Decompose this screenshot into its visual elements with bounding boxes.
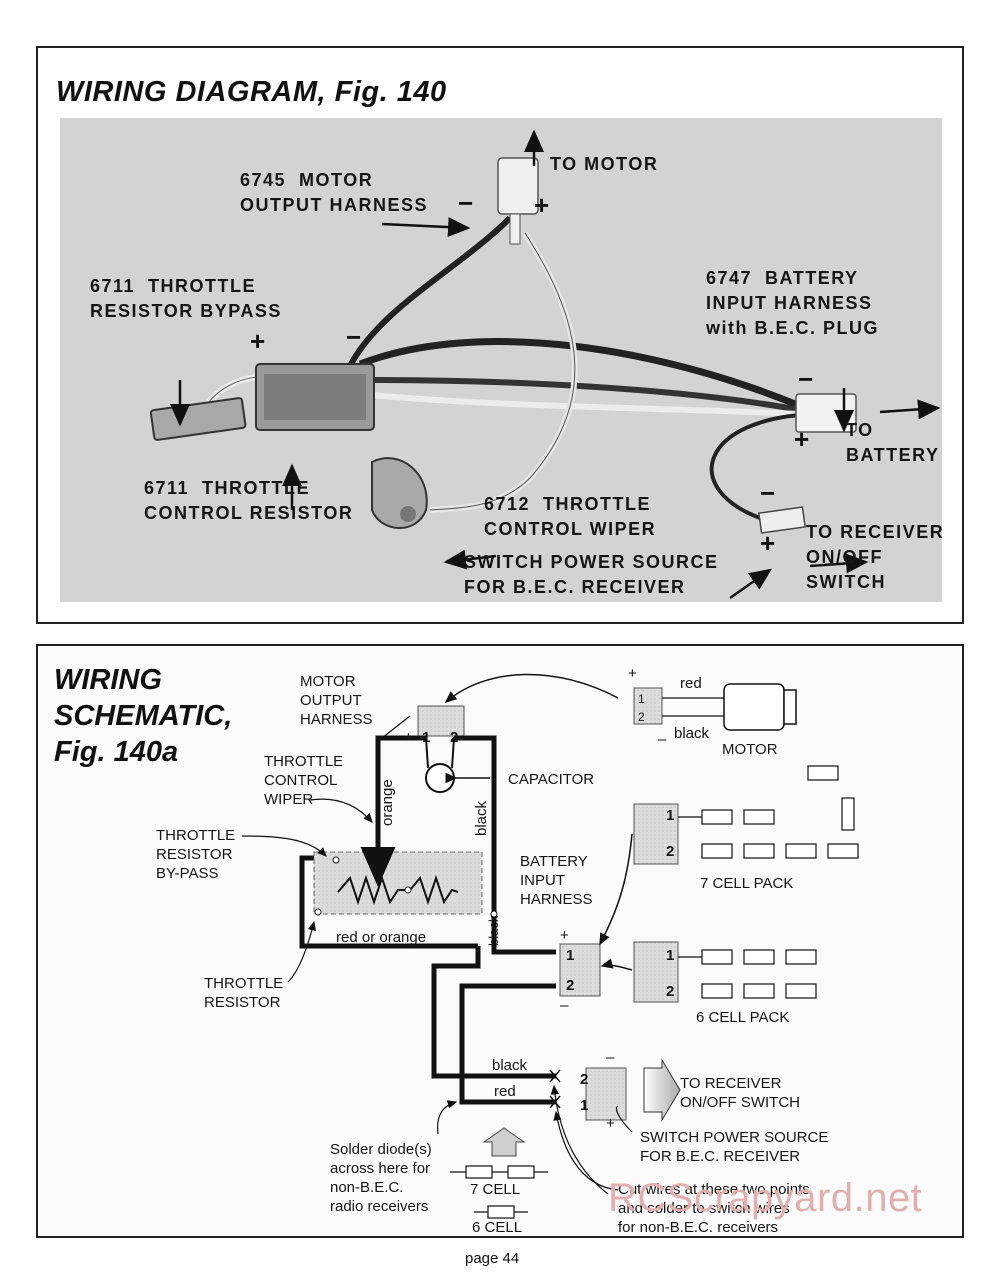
page-number: page 44 <box>465 1250 520 1267</box>
to-battery-label: TO BATTERY <box>846 420 940 465</box>
resistor-minus-sign: − <box>346 322 362 352</box>
to-motor-label: TO MOTOR <box>550 154 659 174</box>
orange-wire-label: orange <box>379 779 396 826</box>
six-pack-pin-1: 1 <box>666 947 675 964</box>
wiring-photo: 6745 MOTOR OUTPUT HARNESS TO MOTOR 6711 … <box>60 118 945 602</box>
seven-pack-pin-2: 2 <box>666 843 675 860</box>
to-receiver-switch-label: TO RECEIVER ON/OFF SWITCH <box>680 1075 800 1111</box>
title-line-1: WIRING <box>54 664 162 696</box>
seven-cell-label: 7 CELL <box>470 1181 521 1198</box>
battery-harness-pin-2: 2 <box>566 977 575 994</box>
black-wire-label-mid: black <box>486 915 501 946</box>
switch-pin-2: 2 <box>580 1071 589 1088</box>
bypass-label: 6711 THROTTLE RESISTOR BYPASS <box>90 276 282 321</box>
switch-source-label: SWITCH POWER SOURCE FOR B.E.C. RECEIVER <box>464 552 719 597</box>
figure-140-title: WIRING DIAGRAM, Fig. 140 <box>56 76 447 108</box>
battery-harness-pin-1: 1 <box>566 947 575 964</box>
throttle-resistor-label: THROTTLE RESISTOR <box>204 975 284 1011</box>
solder-diodes-label: Solder diode(s) across here for non-B.E.… <box>330 1141 432 1215</box>
receiver-plus-sign: + <box>760 528 776 558</box>
cut-wires-label: Cut wires at these two points and solder… <box>618 1181 810 1236</box>
wiring-diagram-panel: WIRING DIAGRAM, Fig. 140 <box>36 46 964 624</box>
motor-plug-pin-1: 1 <box>638 692 645 706</box>
motor-plus-sign: + <box>534 190 550 220</box>
motor-plug-minus: – <box>658 731 667 748</box>
motor-harness-pin-2: 2 <box>450 729 459 746</box>
motor-plug-plus: + <box>628 665 637 682</box>
battery-minus-sign: − <box>798 364 814 394</box>
six-cell-label: 6 CELL <box>472 1219 523 1236</box>
motor-minus-sign: − <box>458 188 474 218</box>
battery-input-harness-label: BATTERY INPUT HARNESS <box>520 853 593 908</box>
six-pack-pin-2: 2 <box>666 983 675 1000</box>
title-line-3: Fig. 140a <box>54 736 179 768</box>
seven-cell-pack-label: 7 CELL PACK <box>700 875 794 892</box>
motor-plug-pin-2: 2 <box>638 710 645 724</box>
capacitor-label: CAPACITOR <box>508 771 595 788</box>
switch-red-wire-label: red <box>494 1083 516 1100</box>
switch-black-wire-label: black <box>492 1057 528 1074</box>
battery-harness-label: 6747 BATTERY INPUT HARNESS with B.E.C. P… <box>706 268 880 338</box>
wiper-label: 6712 THROTTLE CONTROL WIPER <box>484 494 657 539</box>
throttle-control-wiper-label: THROTTLE CONTROL WIPER <box>264 753 344 808</box>
figure-140a-title: WIRING SCHEMATIC, Fig. 140a <box>54 662 232 770</box>
throttle-resistor-bypass-label: THROTTLE RESISTOR BY-PASS <box>156 827 236 882</box>
receiver-minus-sign: − <box>760 478 776 508</box>
seven-pack-pin-1: 1 <box>666 807 675 824</box>
battery-harness-plus: + <box>560 927 569 944</box>
switch-pin-1: 1 <box>580 1097 589 1114</box>
wiring-schematic-panel: WIRING SCHEMATIC, Fig. 140a <box>36 644 964 1238</box>
battery-harness-minus: – <box>560 997 569 1014</box>
wiring-photo-drawing <box>60 118 942 602</box>
watermark: RCScrapyard.net <box>608 1176 923 1220</box>
black-wire-label-top: black <box>473 800 490 836</box>
switch-plus: + <box>606 1115 615 1132</box>
battery-plus-sign: + <box>794 424 810 454</box>
motor-output-harness-label: MOTOR OUTPUT HARNESS <box>300 673 373 728</box>
title-line-2: SCHEMATIC, <box>54 700 233 732</box>
resistor-plus-sign: + <box>250 326 266 356</box>
to-receiver-label: TO RECEIVER ON/OFF SWITCH <box>806 522 945 592</box>
motor-red-label: red <box>680 675 702 692</box>
motor-harness-minus: – <box>470 729 479 746</box>
motor-harness-plus: + <box>404 729 413 746</box>
motor-label: MOTOR <box>722 741 778 758</box>
motor-harness-label: 6745 MOTOR OUTPUT HARNESS <box>240 170 429 215</box>
switch-power-source-label: SWITCH POWER SOURCE FOR B.E.C. RECEIVER <box>640 1129 829 1165</box>
six-cell-pack-label: 6 CELL PACK <box>696 1009 790 1026</box>
red-or-orange-label: red or orange <box>336 929 427 946</box>
motor-harness-pin-1: 1 <box>422 729 431 746</box>
schematic-drawing <box>241 673 859 1219</box>
switch-minus: – <box>606 1049 615 1066</box>
motor-black-label: black <box>674 725 710 742</box>
control-resistor-label: 6711 THROTTLE CONTROL RESISTOR <box>144 478 354 523</box>
